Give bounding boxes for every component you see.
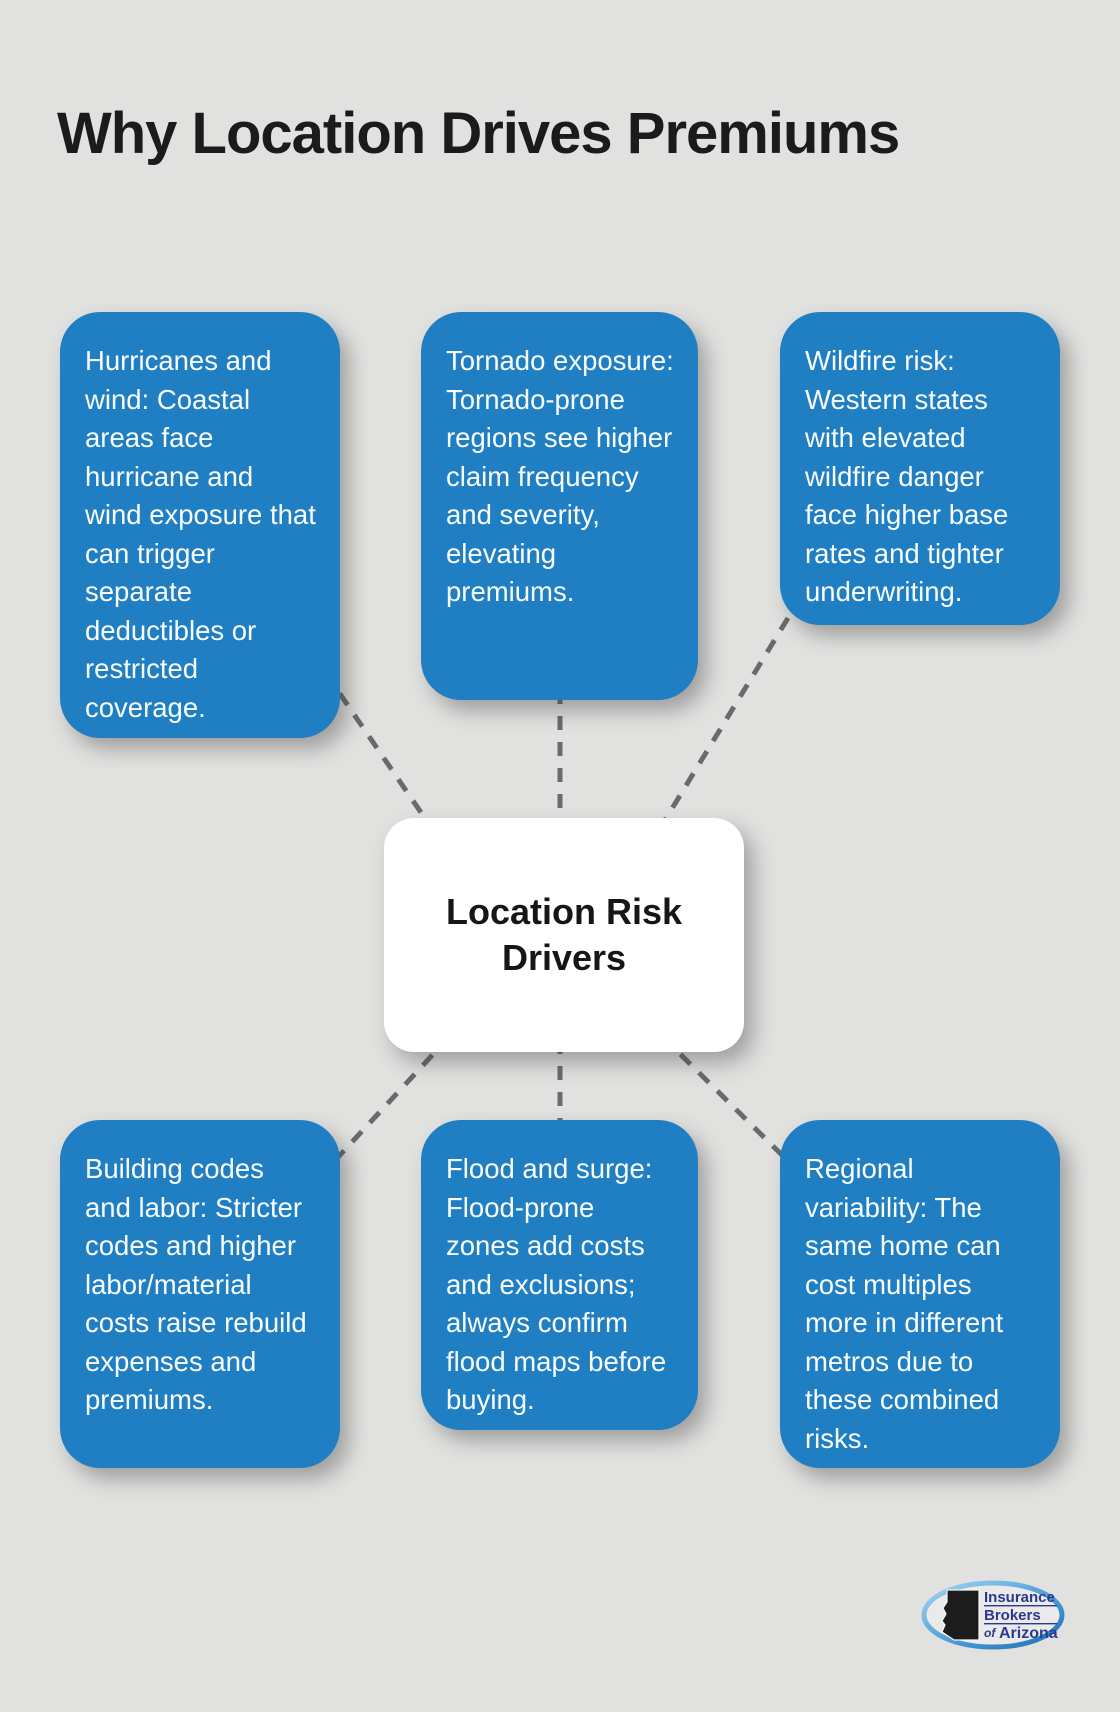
logo-text-brokers: Brokers <box>984 1607 1041 1624</box>
logo-text-arizona: Arizona <box>999 1625 1058 1642</box>
logo-rule-1 <box>984 1605 1057 1607</box>
center-node-label: Location Risk Drivers <box>445 891 683 978</box>
node-hurricanes-wind: Hurricanes and wind: Coastal areas face … <box>60 312 340 738</box>
connector-line-hurricanes <box>322 670 451 854</box>
node-wildfire-risk: Wildfire risk: Western states with eleva… <box>780 312 1060 625</box>
insurance-brokers-of-arizona-logo: Insurance Brokers of Arizona <box>921 1580 1065 1650</box>
connector-line-building <box>326 1034 452 1170</box>
connector-line-regional <box>660 1034 797 1170</box>
logo-text-insurance: Insurance <box>984 1589 1055 1606</box>
node-flood-surge: Flood and surge: Flood-prone zones add c… <box>421 1120 698 1430</box>
logo-rule-2 <box>984 1623 1057 1625</box>
node-tornado-exposure: Tornado exposure: Tornado-prone regions … <box>421 312 698 700</box>
page-title: Why Location Drives Premiums <box>57 101 900 166</box>
node-building-codes-labor-text: Building codes and labor: Stricter codes… <box>85 1153 307 1415</box>
node-tornado-exposure-text: Tornado exposure: Tornado-prone regions … <box>446 345 674 607</box>
node-regional-variability: Regional variability: The same home can … <box>780 1120 1060 1468</box>
logo-text-of: of <box>984 1626 996 1640</box>
node-hurricanes-wind-text: Hurricanes and wind: Coastal areas face … <box>85 345 316 723</box>
connector-line-wildfire <box>645 616 791 850</box>
node-flood-surge-text: Flood and surge: Flood-prone zones add c… <box>446 1153 667 1415</box>
arizona-state-icon <box>941 1589 980 1641</box>
center-node: Location Risk Drivers <box>384 818 744 1052</box>
node-building-codes-labor: Building codes and labor: Stricter codes… <box>60 1120 340 1468</box>
node-wildfire-risk-text: Wildfire risk: Western states with eleva… <box>805 345 1009 607</box>
node-regional-variability-text: Regional variability: The same home can … <box>805 1153 1004 1454</box>
